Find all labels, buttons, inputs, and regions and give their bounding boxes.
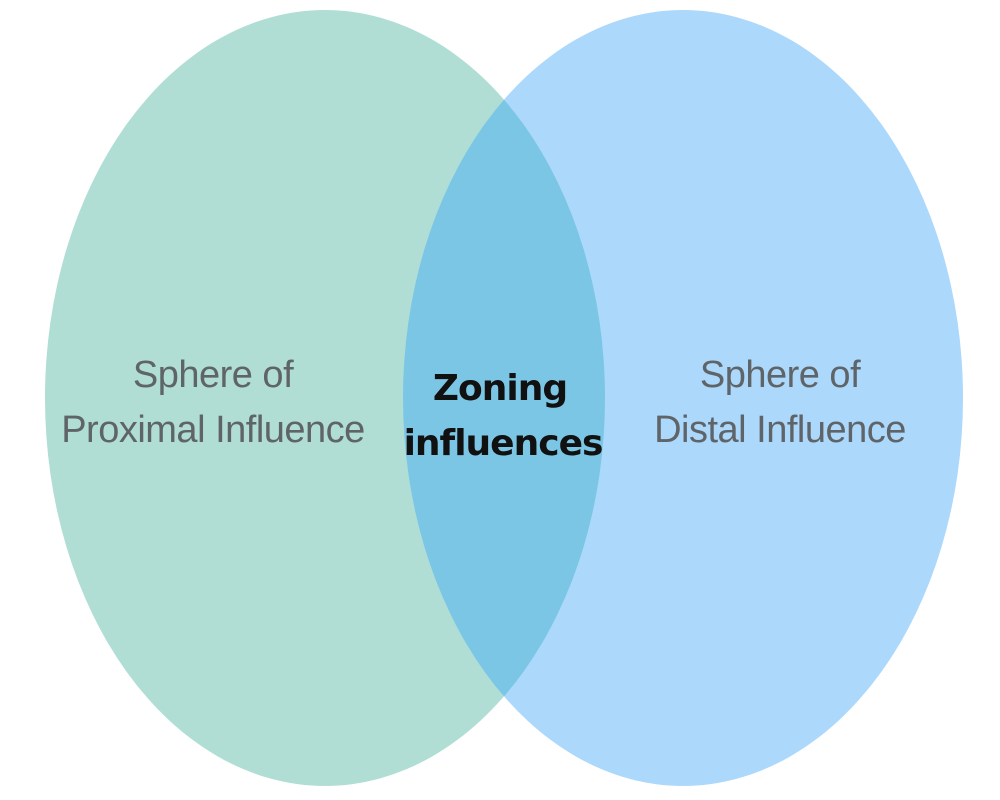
intersection-label-line1: Zoning xyxy=(433,368,567,409)
intersection-label-line2: influences xyxy=(404,423,603,464)
proximal-label-line2: Proximal Influence xyxy=(61,409,365,451)
proximal-label-line1: Sphere of xyxy=(133,354,294,396)
distal-label-line2: Distal Influence xyxy=(654,409,906,451)
intersection-region xyxy=(403,10,605,786)
distal-label-line1: Sphere of xyxy=(700,354,861,396)
